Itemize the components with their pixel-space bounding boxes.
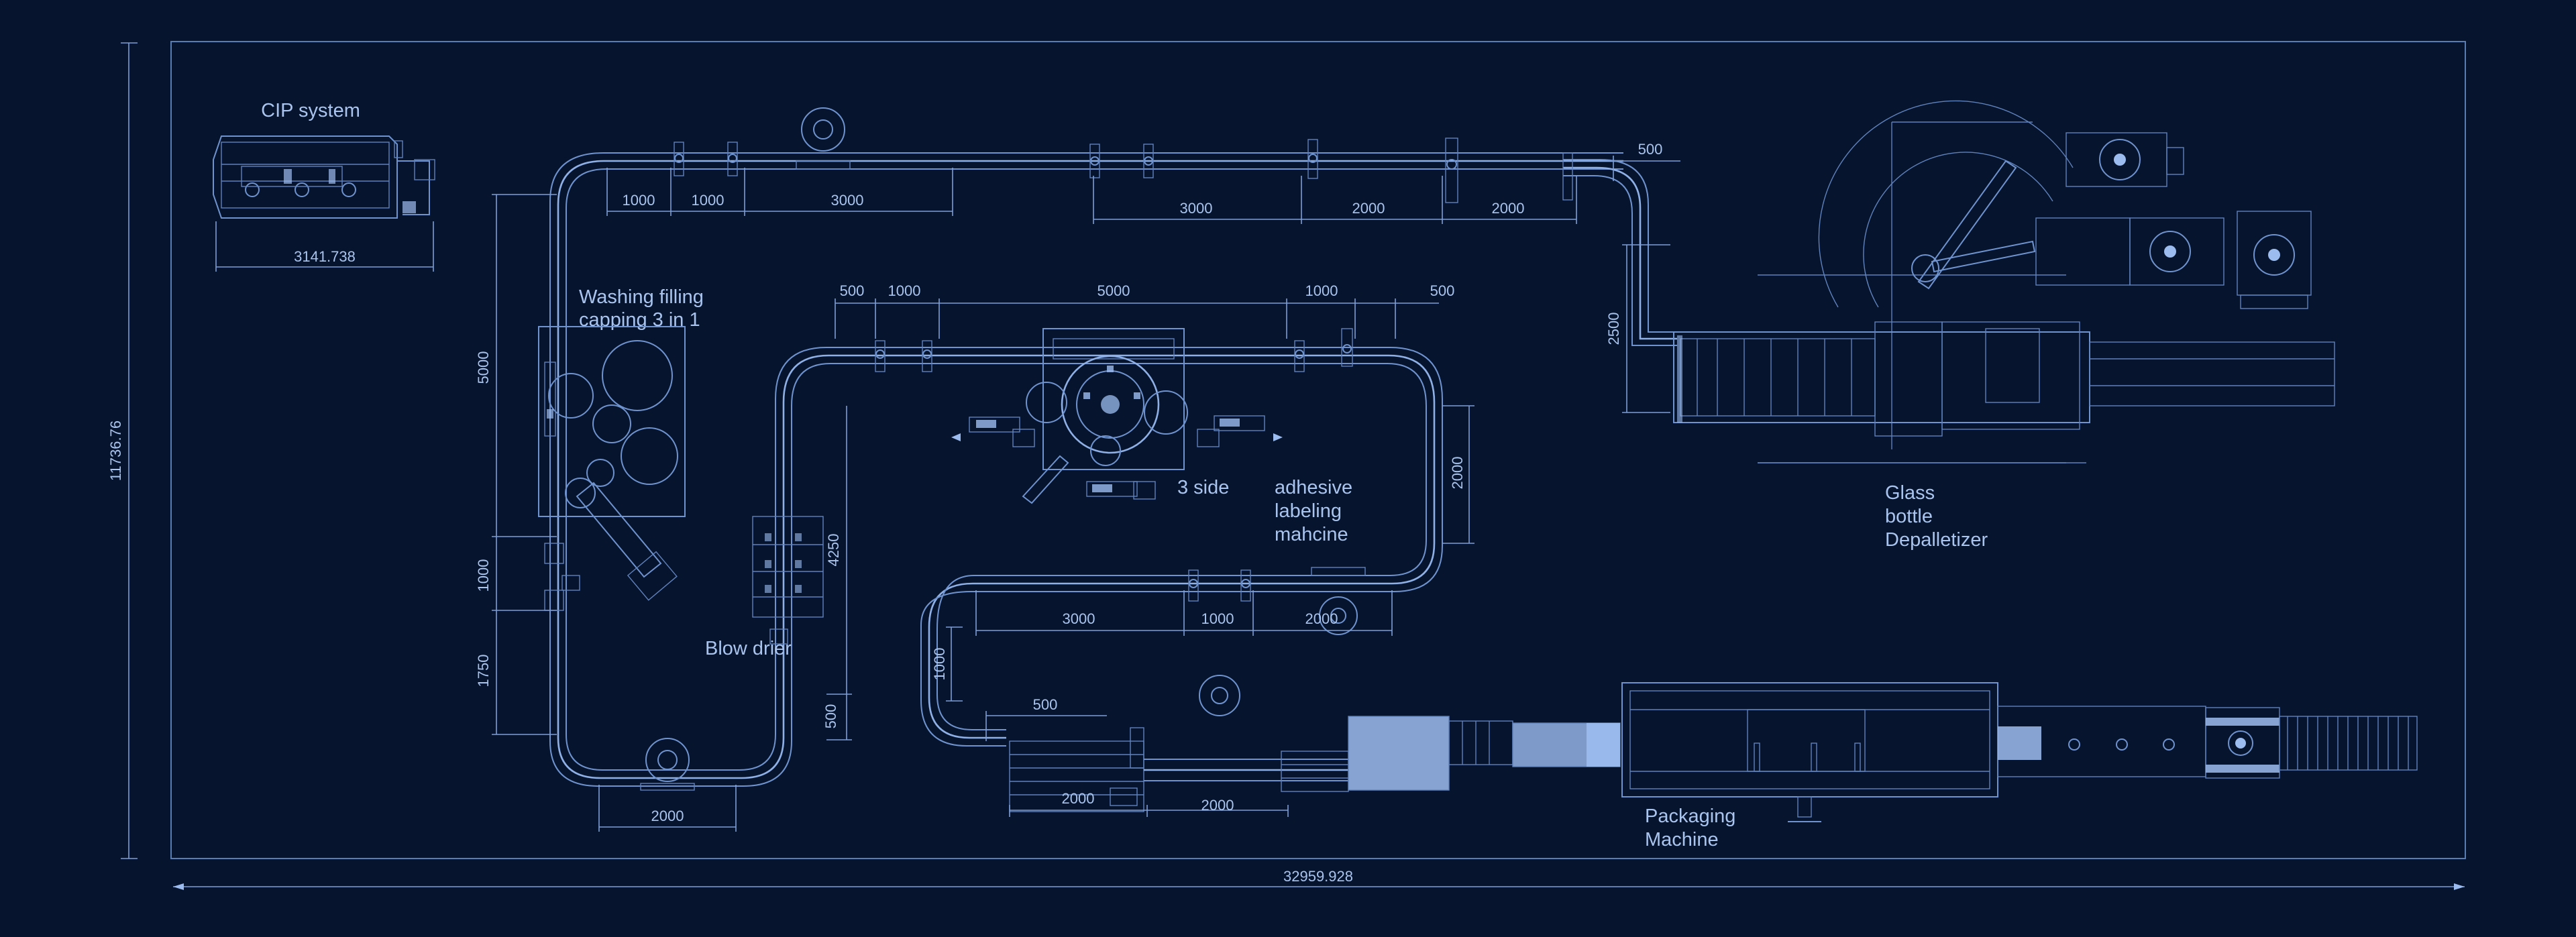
cip-width-dim: 3141.738 <box>294 248 356 265</box>
top-dimensions: 1000 1000 3000 3000 2000 2000 500 <box>606 141 1680 224</box>
washing-filling-capping-machine: Washing filling capping 3 in 1 <box>538 286 704 601</box>
dim-top-b: 1000 <box>692 192 724 209</box>
labeling-machine: 3 side adhesive labeling mahcine <box>951 328 1352 545</box>
dim-top-d: 3000 <box>1180 200 1213 217</box>
dim-top-e: 2000 <box>1352 200 1385 217</box>
lower-loop-dimensions: 3000 1000 2000 1000 <box>931 590 1393 702</box>
dim-mid-b: 1000 <box>888 282 921 299</box>
conveyor-junction-markers <box>544 137 1573 611</box>
packaging-label-1: Packaging <box>1645 806 1735 827</box>
dim-mid-c: 5000 <box>1097 282 1130 299</box>
operator-icon-middle <box>1199 675 1240 716</box>
dim-left-1750: 1750 <box>475 655 492 687</box>
washing-label-2: capping 3 in 1 <box>579 309 700 331</box>
blow-drier-label: Blow drier <box>705 638 792 659</box>
dim-left-1000: 1000 <box>475 559 492 592</box>
glass-label-2: bottle <box>1885 506 1933 527</box>
overall-width-label: 32959.928 <box>1283 868 1353 885</box>
dim-bot-1000: 1000 <box>1201 610 1234 627</box>
dim-bot-3000: 3000 <box>1063 610 1095 627</box>
dim-top-g: 500 <box>1638 141 1663 158</box>
mid-dimensions: 500 1000 5000 1000 500 <box>835 282 1454 339</box>
glass-label-3: Depalletizer <box>1885 529 1988 551</box>
labeler-right-dimension: 2000 <box>1442 405 1474 544</box>
labeler-label-2: adhesive <box>1275 477 1352 498</box>
dim-low-2000a: 2000 <box>1062 790 1095 807</box>
dim-u-500: 500 <box>1033 696 1058 713</box>
dim-mid-a: 500 <box>840 282 865 299</box>
blow-drier: Blow drier 4250 500 <box>705 406 852 740</box>
labeler-label-4: mahcine <box>1275 524 1348 545</box>
left-dimensions: 5000 1000 1750 <box>475 194 557 735</box>
glass-label-1: Glass <box>1885 482 1935 504</box>
dim-low-2000b: 2000 <box>1201 797 1234 814</box>
dim-mid-d: 1000 <box>1305 282 1338 299</box>
operator-icon-labeler <box>1311 567 1366 635</box>
dim-v-2500: 2500 <box>1605 313 1622 345</box>
operator-icon-top <box>796 107 851 170</box>
glass-bottle-depalletizer: 2500 Glass bottle Depalletizer <box>1605 100 2335 551</box>
operator-icon-bottom <box>640 738 695 791</box>
lower-conveyor: 500 2000 2000 <box>985 696 1349 817</box>
dim-left-5000: 5000 <box>475 351 492 384</box>
dim-v-500: 500 <box>822 704 839 729</box>
dim-top-f: 2000 <box>1492 200 1525 217</box>
overall-height-dimension: 11736.76 <box>107 42 138 859</box>
overall-width-dimension: 32959.928 <box>173 868 2465 890</box>
dim-top-c: 3000 <box>831 192 864 209</box>
washing-label-1: Washing filling <box>579 286 704 308</box>
cip-system: CIP system 3141.738 <box>213 100 435 272</box>
labeler-label-3: labeling <box>1275 500 1342 522</box>
dim-bottom-loop: 2000 <box>651 808 684 824</box>
drawing-frame <box>170 41 2466 859</box>
bottom-loop-dimension: 2000 <box>598 785 737 832</box>
dim-v-4250: 4250 <box>825 534 842 567</box>
dim-v-2000: 2000 <box>1449 457 1466 490</box>
packaging-machine: Packaging Machine <box>1348 682 2418 850</box>
packaging-label-2: Machine <box>1645 829 1719 850</box>
cip-label: CIP system <box>261 100 360 121</box>
dim-u-1000: 1000 <box>931 648 948 681</box>
labeler-label-1: 3 side <box>1177 477 1229 498</box>
dim-top-a: 1000 <box>623 192 655 209</box>
overall-height-label: 11736.76 <box>107 421 124 481</box>
dim-bot-2000: 2000 <box>1305 610 1338 627</box>
dim-mid-e: 500 <box>1430 282 1455 299</box>
